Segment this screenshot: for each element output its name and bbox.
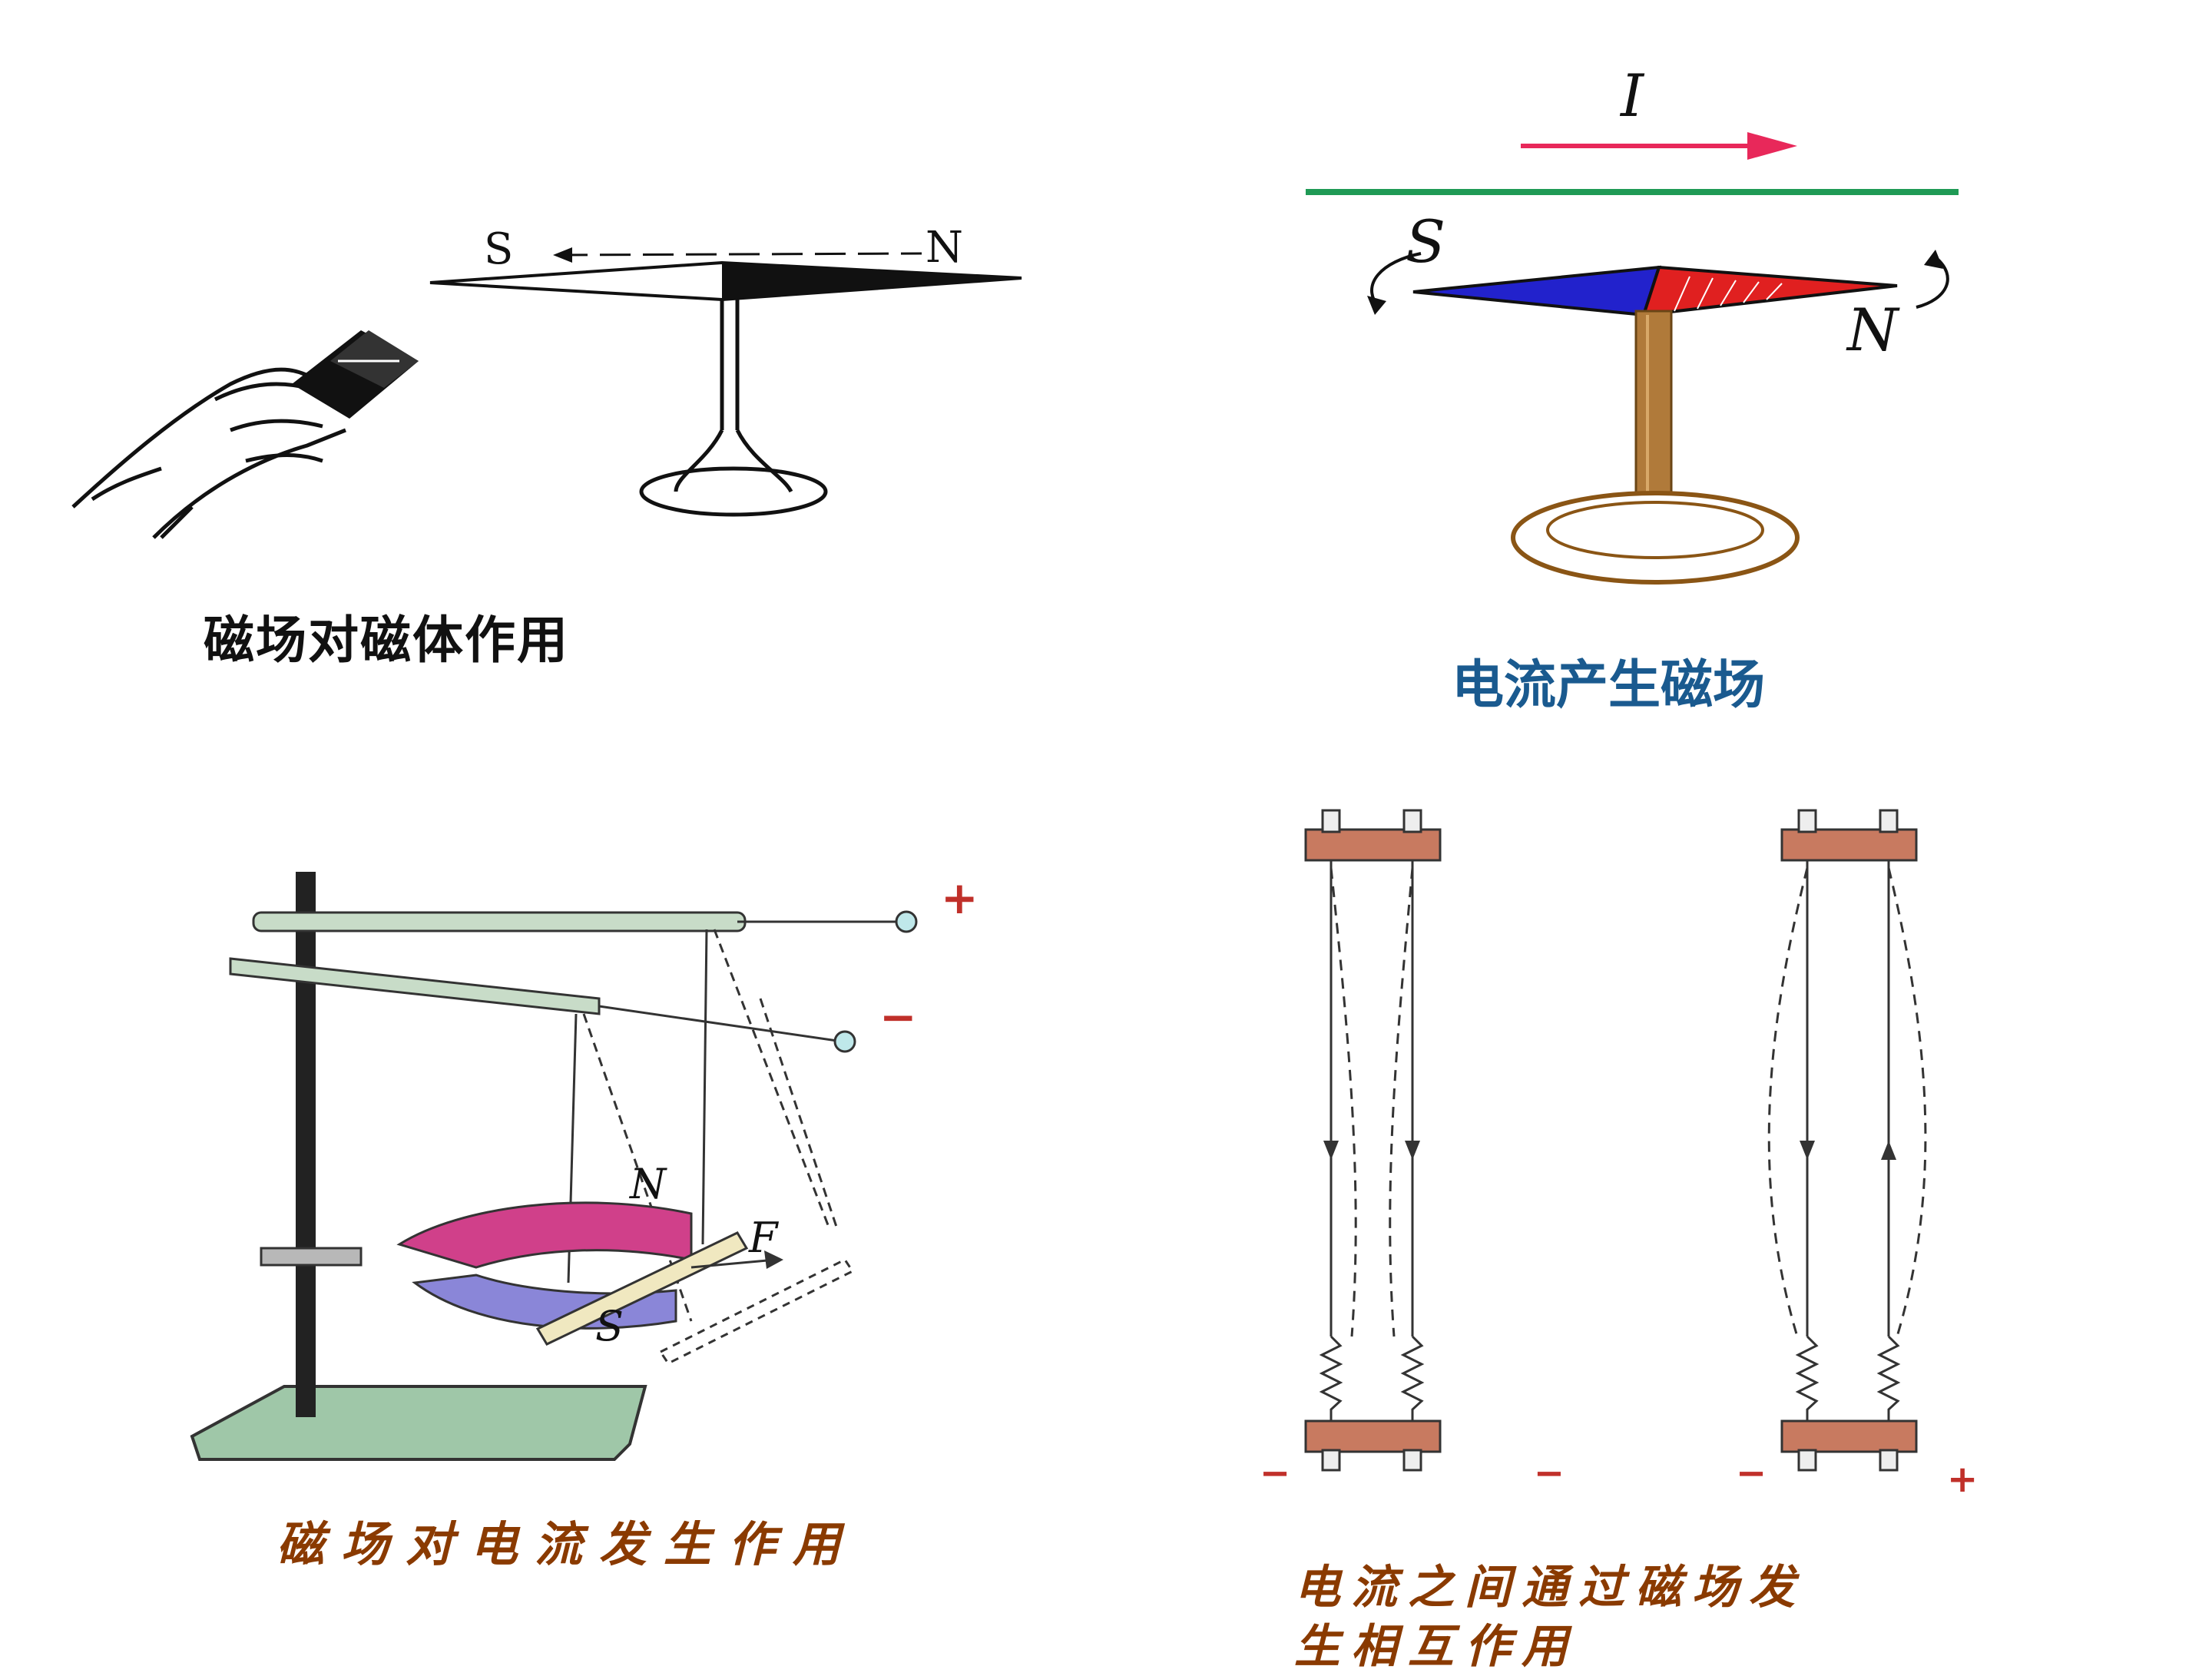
right-pair <box>1767 809 1927 1472</box>
stand-rod <box>296 872 316 1417</box>
pole-label-n: N <box>630 1160 667 1208</box>
force-on-wire-diagram <box>190 872 918 1461</box>
needle-north-half <box>1641 265 1898 317</box>
panel-current-makes-field: I S N 电流产生磁场 <box>1229 0 2212 737</box>
horseshoe-magnet-top <box>396 1201 693 1269</box>
pole-label-n: N <box>926 223 963 273</box>
right-pair-bottom-minus: − <box>1736 1452 1767 1495</box>
parallel-currents-diagram <box>1304 809 1927 1472</box>
left-pair <box>1304 809 1442 1472</box>
terminal-minus: − <box>879 991 917 1043</box>
caption-currents-interact-line2: 生相互作用 <box>1294 1620 1578 1674</box>
pole-label-s: S <box>595 1302 624 1350</box>
needle-base <box>1511 491 1800 585</box>
panel-field-on-current: + − N S F <box>0 830 1075 1659</box>
left-pair-bottom-signs: − − <box>1260 1452 1681 1495</box>
pole-label-s: S <box>484 224 514 274</box>
needle-south-half <box>1412 265 1661 317</box>
hand-with-magnet <box>71 367 362 539</box>
compass-needle <box>429 247 1022 302</box>
pole-label-s: S <box>1406 207 1446 276</box>
needle-post <box>1634 310 1673 528</box>
conductor-rod <box>535 1231 749 1346</box>
upper-arm <box>252 911 747 932</box>
current-arrow-head <box>1747 132 1797 160</box>
right-pair-bottom-plus: + <box>1947 1458 1979 1501</box>
stand-base <box>190 1385 647 1461</box>
caption-magnet-on-magnet: 磁场对磁体作用 <box>204 611 569 670</box>
horseshoe-magnet-bottom <box>412 1274 677 1330</box>
magnet-needle-diagram <box>71 247 1022 539</box>
terminal-plus: + <box>941 872 979 924</box>
panel-magnet-on-magnet: S N 磁场对磁体作用 <box>0 0 1075 691</box>
rotation-arrow-right <box>1916 256 1949 309</box>
caption-currents-interact-line1: 电流之间通过磁场发 <box>1294 1561 1806 1615</box>
oersted-diagram <box>1306 132 1959 585</box>
force-label: F <box>749 1214 778 1262</box>
caption-current-makes-field: 电流产生磁场 <box>1452 655 1766 716</box>
current-label: I <box>1621 61 1644 130</box>
lower-arm <box>229 957 601 1015</box>
pole-label-n: N <box>1847 296 1899 364</box>
needle-stand <box>639 300 828 517</box>
caption-field-on-current: 磁场对电流发生作用 <box>276 1516 858 1572</box>
panel-currents-interact: − − − + <box>1229 799 2212 1536</box>
bar-magnet <box>292 330 419 419</box>
